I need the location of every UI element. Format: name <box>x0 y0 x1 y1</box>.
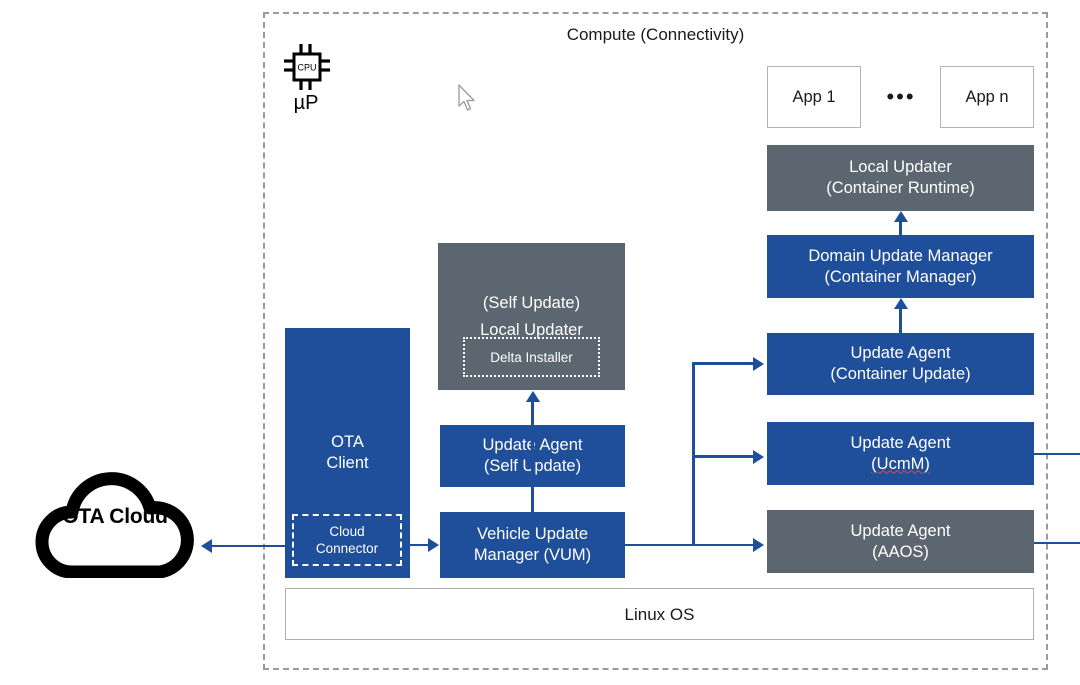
local-updater-self-line1: Local Updater <box>480 320 583 339</box>
local-updater-container-box[interactable]: Local Updater (Container Runtime) <box>767 145 1034 211</box>
domain-update-manager-box[interactable]: Domain Update Manager (Container Manager… <box>767 235 1034 298</box>
bus-branch-container <box>692 362 755 365</box>
compute-boundary-title: Compute (Connectivity) <box>566 25 745 44</box>
ua-ucmm-line1: Update Agent <box>850 433 951 452</box>
delta-installer-label: Delta Installer <box>490 349 573 365</box>
bus-branch-container-arrow <box>753 356 764 371</box>
linux-os-bar[interactable]: Linux OS <box>285 588 1034 640</box>
cpu-chip-icon: CPU <box>280 40 334 94</box>
linux-os-label: Linux OS <box>624 604 695 624</box>
aaos-external-link <box>1034 541 1080 544</box>
dum-to-lu-container-arrow <box>893 211 908 222</box>
svg-text:CPU: CPU <box>297 63 316 73</box>
local-updater-self-line2: (Self Update) <box>482 293 581 312</box>
vehicle-update-manager-box[interactable]: Vehicle Update Manager (VUM) <box>440 512 625 578</box>
dum-line2: (Container Manager) <box>824 267 977 286</box>
bus-branch-ucmm-arrow <box>753 449 764 464</box>
vum-to-ua-self-link <box>531 400 534 512</box>
vum-bus-horizontal <box>625 543 755 546</box>
app-last-label: App n <box>965 87 1009 106</box>
cloud-connector-link <box>210 544 290 547</box>
ota-cloud-label: OTA Cloud <box>62 505 168 528</box>
mouse-pointer-icon <box>458 84 478 114</box>
cloud-connector-line1: Cloud <box>329 524 365 539</box>
ua-container-line2: (Container Update) <box>830 365 971 383</box>
ua-container-to-dum-arrow <box>893 298 908 309</box>
dum-to-lu-container-link <box>899 222 902 236</box>
dum-line1: Domain Update Manager <box>808 246 993 265</box>
cloudconn-to-vum-link <box>410 543 430 546</box>
cloud-connector-line2: Connector <box>315 541 379 556</box>
apps-ellipsis: ••• <box>886 84 916 109</box>
local-updater-self-box[interactable]: Local Updater (Self Update) <box>438 243 625 390</box>
cloud-icon <box>20 470 210 579</box>
ota-client-box[interactable]: OTA Client <box>285 328 410 578</box>
ua-ucmm-line2: (UcmM) <box>871 454 930 473</box>
ota-client-line1: OTA <box>331 433 364 451</box>
vum-line2: Manager (VUM) <box>473 546 592 564</box>
app-box-last[interactable]: App n <box>940 66 1034 128</box>
cloud-connector-box[interactable]: Cloud Connector <box>292 514 402 566</box>
ua-aaos-line2: (AAOS) <box>872 542 929 561</box>
delta-installer-box[interactable]: Delta Installer <box>463 337 600 377</box>
vum-line1: Vehicle Update <box>477 525 588 543</box>
ua-container-line1: Update Agent <box>850 344 951 362</box>
update-agent-container-box[interactable]: Update Agent (Container Update) <box>767 333 1034 395</box>
bus-branch-aaos-arrow <box>753 538 764 552</box>
lu-container-line2: (Container Runtime) <box>826 179 975 197</box>
update-agent-ucmm-box[interactable]: Update Agent (UcmM) <box>767 422 1034 485</box>
cpu-caption: µP <box>293 92 319 114</box>
ua-aaos-line1: Update Agent <box>850 521 951 540</box>
compute-boundary <box>263 12 1048 670</box>
bus-branch-ucmm <box>692 455 755 458</box>
ua-self-to-lu-self-arrow <box>525 391 540 402</box>
app-first-label: App 1 <box>792 87 836 106</box>
app-box-first[interactable]: App 1 <box>767 66 861 128</box>
vum-bus-trunk <box>692 362 695 546</box>
update-agent-aaos-box[interactable]: Update Agent (AAOS) <box>767 510 1034 573</box>
cloudconn-to-vum-arrow <box>428 538 439 552</box>
ua-container-to-dum-link <box>899 309 902 333</box>
ucmm-external-link <box>1034 452 1080 455</box>
cloud-arrow-head-left <box>201 539 212 553</box>
ota-client-line2: Client <box>326 454 369 472</box>
lu-container-line1: Local Updater <box>849 158 952 176</box>
